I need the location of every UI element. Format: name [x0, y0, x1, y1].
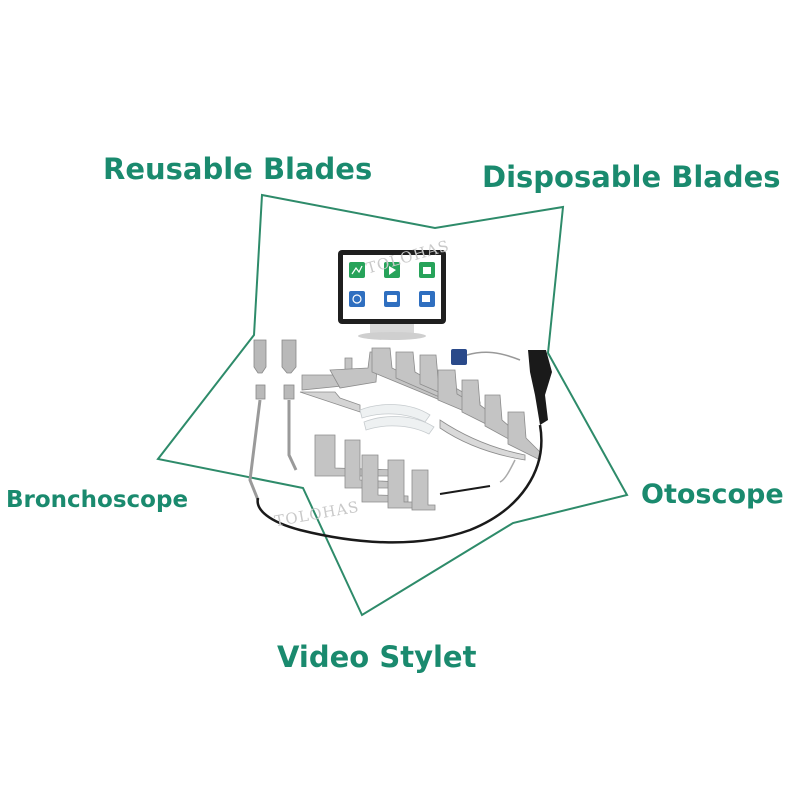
label-otoscope: Otoscope [641, 479, 784, 510]
disposable-blades-clear [359, 404, 435, 435]
large-blades [371, 347, 541, 461]
otoscope-handle [256, 350, 552, 544]
settings-icon [352, 294, 362, 304]
app-tile-4 [349, 291, 365, 307]
adapter-cable [451, 349, 521, 365]
folder-icon [423, 267, 431, 274]
probe [439, 485, 491, 495]
monitor-display [338, 250, 446, 340]
monitor-app-tiles [349, 262, 435, 307]
label-video-stylet: Video Stylet [277, 640, 477, 674]
label-disposable-blades: Disposable Blades [482, 160, 781, 194]
chart-icon [351, 265, 363, 275]
label-bronchoscope: Bronchoscope [6, 487, 189, 513]
reusable-blades [299, 351, 436, 511]
camera-icon [387, 295, 397, 302]
stylet-handles [248, 339, 298, 501]
play-icon [389, 266, 396, 275]
star-outline [156, 193, 629, 617]
video-icon [422, 295, 430, 302]
label-reusable-blades: Reusable Blades [103, 152, 373, 186]
